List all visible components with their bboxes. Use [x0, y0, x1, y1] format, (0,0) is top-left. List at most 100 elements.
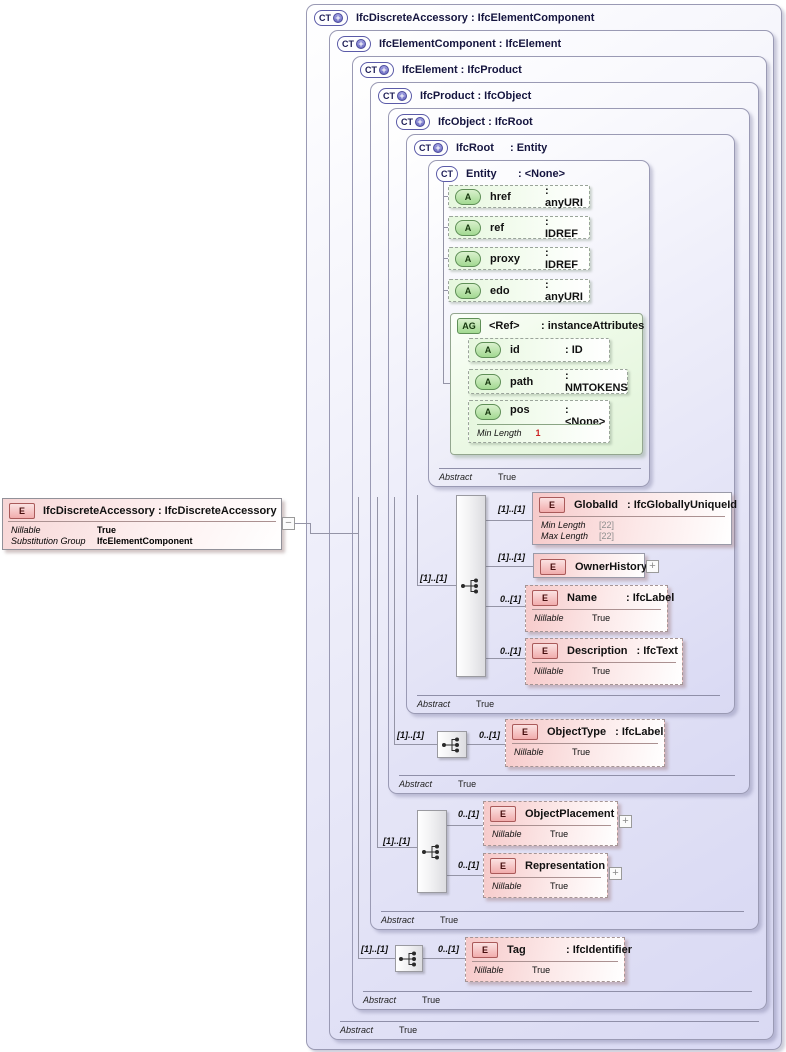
extension-plus-icon: + [397, 91, 407, 101]
divider [472, 961, 618, 962]
element-name: Name [567, 592, 597, 604]
element-header: E Description : IfcText [526, 639, 682, 662]
attribute-type: : anyURI [545, 184, 583, 209]
expand-icon[interactable]: + [609, 867, 622, 880]
element-name: ObjectType [547, 726, 607, 738]
attribute-facet: Min Length 1 [477, 424, 601, 438]
connector-rail [417, 495, 418, 586]
divider [539, 516, 725, 517]
element-header: E Representation [484, 854, 607, 877]
divider [490, 877, 601, 878]
complex-type-icon: CT+ [378, 88, 412, 104]
element-type: : IfcText [636, 645, 678, 657]
sequence-bar [456, 495, 486, 677]
attribute-icon: A [455, 188, 481, 205]
container-header: CT+ IfcProduct : IfcObject [378, 88, 531, 104]
element-type: : IfcLabel [615, 726, 664, 738]
element-name: Tag [507, 944, 526, 956]
cardinality: 0..[1] [479, 730, 501, 740]
sequence-icon [421, 843, 443, 861]
container-header: CT+ IfcObject : IfcRoot [396, 114, 533, 130]
connector-line [486, 658, 525, 659]
element-header: E GlobalId : IfcGloballyUniqueId [533, 493, 737, 516]
cardinality: 0..[1] [458, 860, 480, 870]
element-name: GlobalId [574, 499, 618, 511]
connector-line [358, 958, 395, 959]
attribute-icon: A [455, 219, 481, 236]
extension-plus-icon: + [356, 39, 366, 49]
container-title: IfcProduct : IfcObject [420, 90, 532, 102]
connector-line [377, 847, 417, 848]
cardinality: 0..[1] [438, 944, 460, 954]
element-name: OwnerHistory [575, 561, 648, 573]
connector-rail [377, 497, 378, 848]
complex-type-icon: CT+ [414, 140, 448, 156]
divider [512, 743, 658, 744]
element-type: : IfcIdentifier [566, 944, 633, 956]
connector-line [467, 744, 505, 745]
extension-plus-icon: + [333, 13, 343, 23]
attribute-group-type: : instanceAttributes [541, 320, 645, 332]
connector-rail [443, 182, 444, 383]
element-icon: E [532, 590, 558, 606]
connector-line [443, 196, 448, 197]
attribute-name: href [490, 190, 511, 203]
abstract-footer: Abstract True [363, 991, 752, 1005]
attribute-type: : anyURI [545, 278, 583, 303]
connector-rail [358, 497, 359, 959]
element-header: E OwnerHistory [534, 554, 648, 578]
connector-line [417, 585, 456, 586]
attribute-proxy: A proxy : IDREF [448, 247, 590, 271]
sequence-icon-box [395, 945, 423, 972]
attribute-group-name: <Ref> [489, 320, 520, 332]
abstract-footer: Abstract True [417, 695, 720, 709]
element-name: ObjectPlacement [525, 808, 615, 820]
container-title-type: : <None> [518, 168, 566, 180]
element-icon: E [512, 724, 538, 740]
container-title: Entity [466, 168, 497, 180]
cardinality: 0..[1] [500, 646, 522, 656]
extension-plus-icon: + [433, 143, 443, 153]
extension-plus-icon: + [379, 65, 389, 75]
attribute-icon: A [475, 404, 501, 420]
attribute-icon: A [455, 250, 481, 267]
attribute-name: ref [490, 221, 505, 234]
element-icon: E [472, 942, 498, 958]
expand-icon[interactable]: + [619, 815, 632, 828]
connector-line [394, 744, 437, 745]
connector-line [423, 958, 465, 959]
element-header: E ObjectPlacement [484, 802, 617, 825]
facet-rows: Min Length[22] Max Length[22] [541, 520, 615, 541]
attribute-name: pos [510, 404, 530, 416]
cardinality: 0..[1] [458, 809, 480, 819]
attribute-name: path [510, 375, 534, 388]
collapse-icon[interactable]: − [282, 517, 295, 530]
divider [490, 825, 611, 826]
container-header: CT Entity : <None> [436, 166, 565, 182]
container-header: CT+ IfcRoot : Entity [414, 140, 547, 156]
extension-plus-icon: + [415, 117, 425, 127]
connector-line [447, 825, 483, 826]
abstract-footer: Abstract True [439, 468, 641, 482]
attribute-icon: A [475, 342, 501, 358]
attribute-type: : ID [565, 344, 583, 356]
attribute-id: A id : ID [468, 338, 610, 362]
divider [532, 609, 661, 610]
element-header: E Name : IfcLabel [526, 586, 674, 609]
connector-line [486, 606, 525, 607]
attribute-type: : NMTOKENS [565, 369, 628, 394]
attribute-name: id [510, 344, 520, 356]
attribute-type: : <None> [565, 404, 606, 428]
sequence-icon [398, 950, 420, 968]
divider [8, 521, 276, 522]
expand-icon[interactable]: + [646, 560, 659, 573]
